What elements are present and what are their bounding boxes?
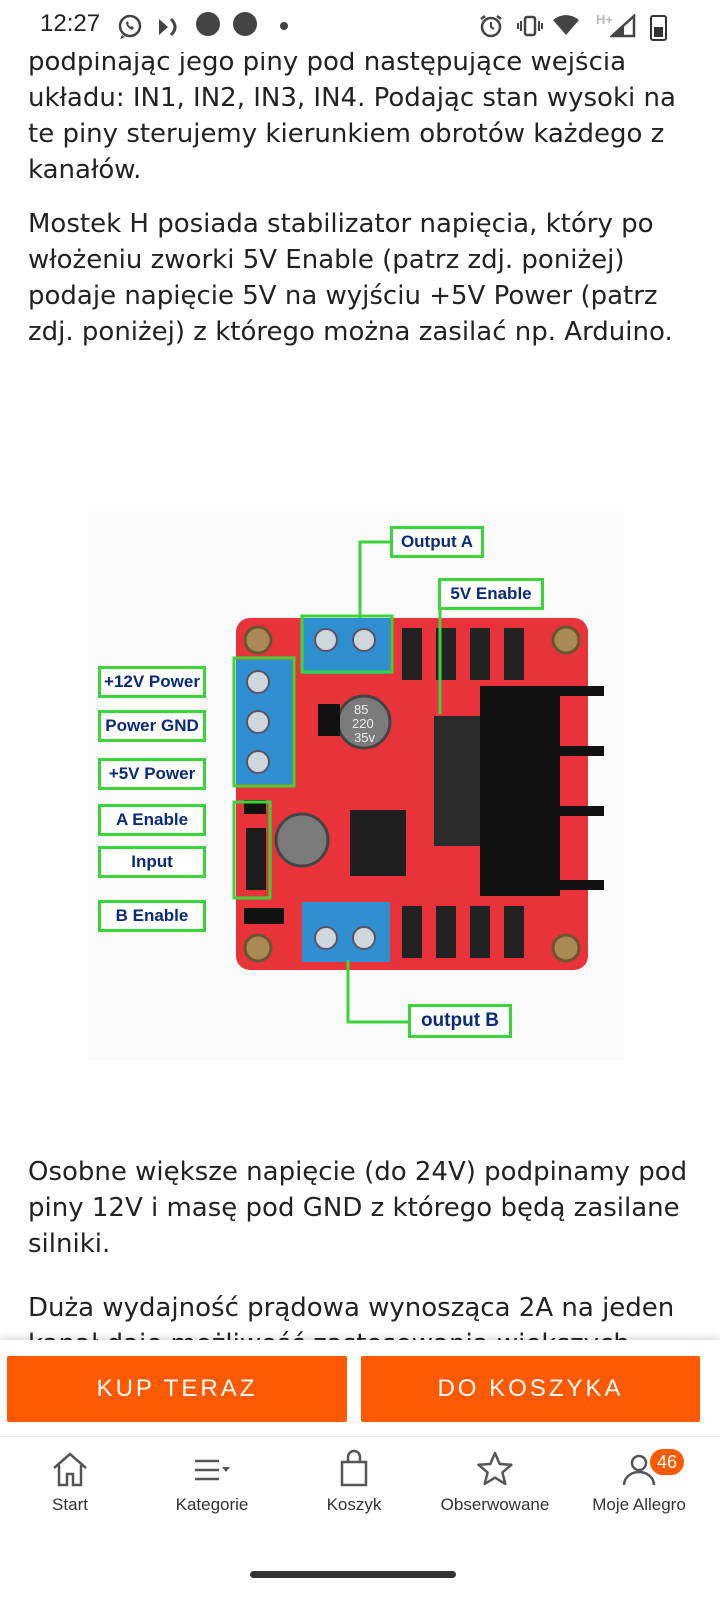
notification-badge: 46	[648, 1447, 686, 1477]
purchase-bar: KUP TERAZ DO KOSZYKA	[0, 1340, 720, 1436]
l298n-board-illustration	[232, 540, 604, 1024]
label-b-enable: B Enable	[98, 900, 206, 932]
label-a-enable: A Enable	[98, 804, 206, 836]
label-power-gnd: Power GND	[98, 710, 206, 742]
star-icon	[477, 1451, 513, 1486]
product-image[interactable]: 85 220 35v Output A 5V Enable +12V Power…	[88, 510, 624, 1060]
cart-bag-icon	[340, 1449, 368, 1487]
messenger-icon	[159, 17, 177, 37]
description-paragraph: Mostek H posiada stabilizator napięcia, …	[28, 209, 673, 347]
status-bar: 12:27 H+	[0, 0, 720, 52]
wifi-icon	[553, 15, 579, 35]
alarm-icon	[480, 15, 502, 38]
nav-label: Obserwowane	[440, 1495, 550, 1514]
network-type: H+	[596, 12, 613, 27]
whatsapp-icon	[118, 14, 142, 39]
bottom-navigation: Start Kategorie Koszyk Obserwowane 46 Mo…	[0, 1436, 720, 1527]
more-dot-icon	[280, 22, 288, 30]
user-icon	[622, 1454, 656, 1486]
battery-icon	[650, 15, 667, 41]
label-output-a: Output A	[390, 526, 484, 558]
nav-label: Moje Allegro	[592, 1495, 686, 1514]
nav-label: Start	[52, 1495, 88, 1514]
capacitor-marking: 220	[352, 716, 374, 731]
description-paragraph: podpinając jego piny pod następujące wej…	[28, 47, 676, 185]
add-to-cart-button[interactable]: DO KOSZYKA	[361, 1356, 700, 1422]
signal-icon	[610, 14, 636, 38]
label-output-b: output B	[408, 1004, 512, 1038]
gesture-navigation-bar[interactable]	[250, 1571, 456, 1578]
notification-dot-icon	[196, 12, 220, 36]
nav-item-koszyk[interactable]: Koszyk	[284, 1437, 424, 1527]
description-paragraph: Osobne większe napięcie (do 24V) podpina…	[28, 1157, 688, 1259]
notification-dot-icon	[233, 12, 257, 36]
vibrate-icon	[517, 15, 543, 37]
home-icon	[53, 1452, 87, 1487]
status-time: 12:27	[40, 10, 101, 37]
nav-item-start[interactable]: Start	[0, 1437, 140, 1527]
categories-icon	[195, 1459, 230, 1481]
label-5v-enable: 5V Enable	[438, 578, 544, 610]
capacitor-marking: 85	[354, 702, 369, 717]
nav-label: Kategorie	[175, 1495, 249, 1514]
label-5v-power: +5V Power	[98, 758, 206, 790]
buy-now-button[interactable]: KUP TERAZ	[7, 1356, 347, 1422]
nav-label: Koszyk	[326, 1495, 382, 1514]
nav-item-kategorie[interactable]: Kategorie	[142, 1437, 282, 1527]
label-input: Input	[98, 846, 206, 878]
nav-item-moje-allegro[interactable]: 46 Moje Allegro	[566, 1437, 712, 1527]
nav-item-obserwowane[interactable]: Obserwowane	[425, 1437, 565, 1527]
capacitor-marking: 35v	[354, 730, 375, 745]
label-12v-power: +12V Power	[98, 666, 206, 698]
